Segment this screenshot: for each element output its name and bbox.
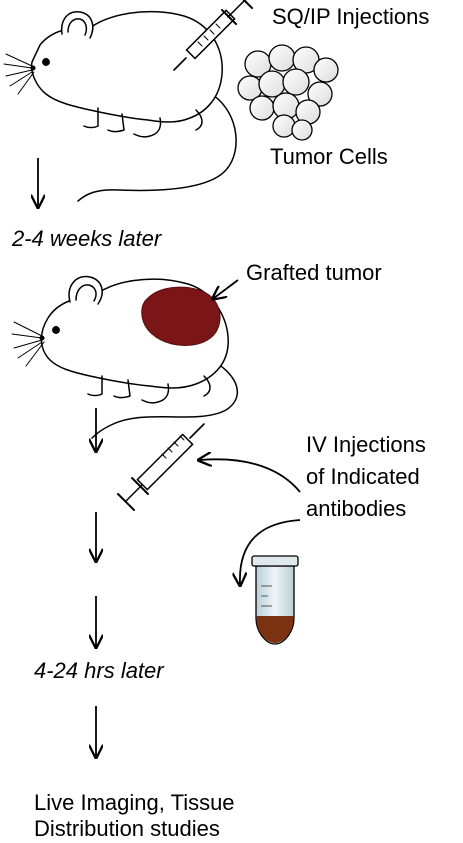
label-final-line2: Distribution studies — [34, 816, 220, 841]
label-iv-line3: antibodies — [306, 496, 407, 521]
syringe-icon — [117, 423, 205, 511]
arrow-tumor-label — [214, 279, 239, 298]
label-iv-line2: of Indicated — [306, 464, 420, 489]
label-tumor-cells: Tumor Cells — [270, 144, 388, 169]
arrow-tube — [240, 519, 301, 584]
label-sq-ip-injections: SQ/IP Injections — [272, 4, 430, 29]
label-time-2: 4-24 hrs later — [34, 658, 164, 683]
arrow-iv-label — [200, 459, 301, 493]
cell-cluster-icon — [237, 44, 339, 141]
label-final-line1: Live Imaging, Tissue — [34, 790, 235, 815]
label-grafted-tumor: Grafted tumor — [246, 260, 382, 285]
label-iv-line1: IV Injections — [306, 432, 426, 457]
syringe-icon — [173, 0, 253, 71]
mouse-icon — [3, 10, 237, 202]
label-time-1: 2-4 weeks later — [12, 226, 162, 251]
tumor-icon — [141, 286, 221, 346]
tube-icon — [251, 555, 299, 645]
